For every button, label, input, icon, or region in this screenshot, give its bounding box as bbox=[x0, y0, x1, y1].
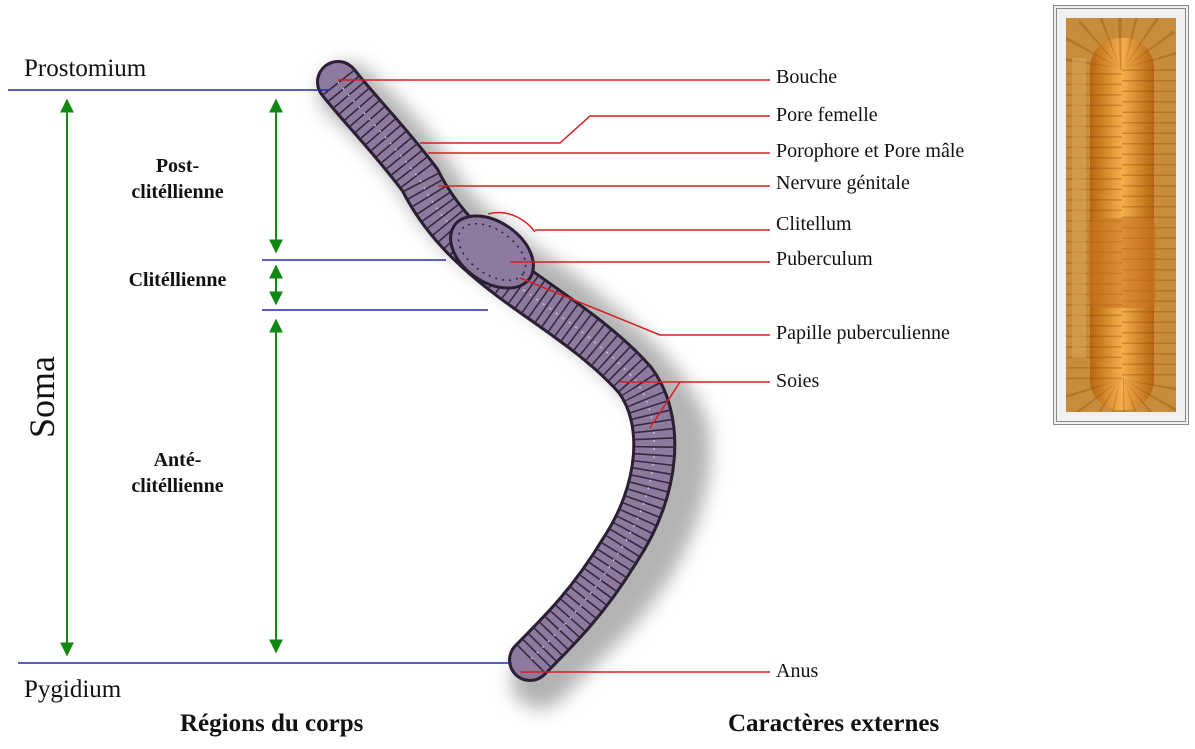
worm-photo bbox=[1066, 18, 1176, 412]
pygidium-label: Pygidium bbox=[24, 676, 121, 704]
photo-clitellum bbox=[1088, 218, 1156, 308]
feature-clitellum: Clitellum bbox=[776, 213, 852, 236]
photo-ruler bbox=[1072, 58, 1086, 358]
clitellienne-label: Clitéllienne bbox=[105, 267, 250, 293]
feature-bouche: Bouche bbox=[776, 66, 837, 89]
ante-label-line1: Anté- bbox=[110, 447, 245, 473]
feature-porophore: Porophore et Pore mâle bbox=[776, 140, 964, 163]
post-clitellienne-label: Post- clitéllienne bbox=[110, 153, 245, 205]
caption-regions: Régions du corps bbox=[180, 710, 363, 738]
worm-photo-frame bbox=[1053, 5, 1189, 425]
ante-label-line2: clitéllienne bbox=[110, 473, 245, 499]
ante-clitellienne-label: Anté- clitéllienne bbox=[110, 447, 245, 499]
caption-caracteres: Caractères externes bbox=[728, 710, 939, 738]
feature-pore-femelle: Pore femelle bbox=[776, 104, 878, 127]
post-label-line2: clitéllienne bbox=[110, 179, 245, 205]
feature-nervure: Nervure génitale bbox=[776, 172, 910, 195]
pore-femelle-leader bbox=[420, 116, 770, 143]
soma-label: Soma bbox=[21, 352, 65, 442]
feature-soies: Soies bbox=[776, 370, 819, 393]
prostomium-label: Prostomium bbox=[24, 55, 146, 83]
feature-papille: Papille puberculienne bbox=[776, 322, 950, 345]
feature-puberculum: Puberculum bbox=[776, 248, 873, 271]
post-label-line1: Post- bbox=[110, 153, 245, 179]
feature-anus: Anus bbox=[776, 660, 818, 683]
